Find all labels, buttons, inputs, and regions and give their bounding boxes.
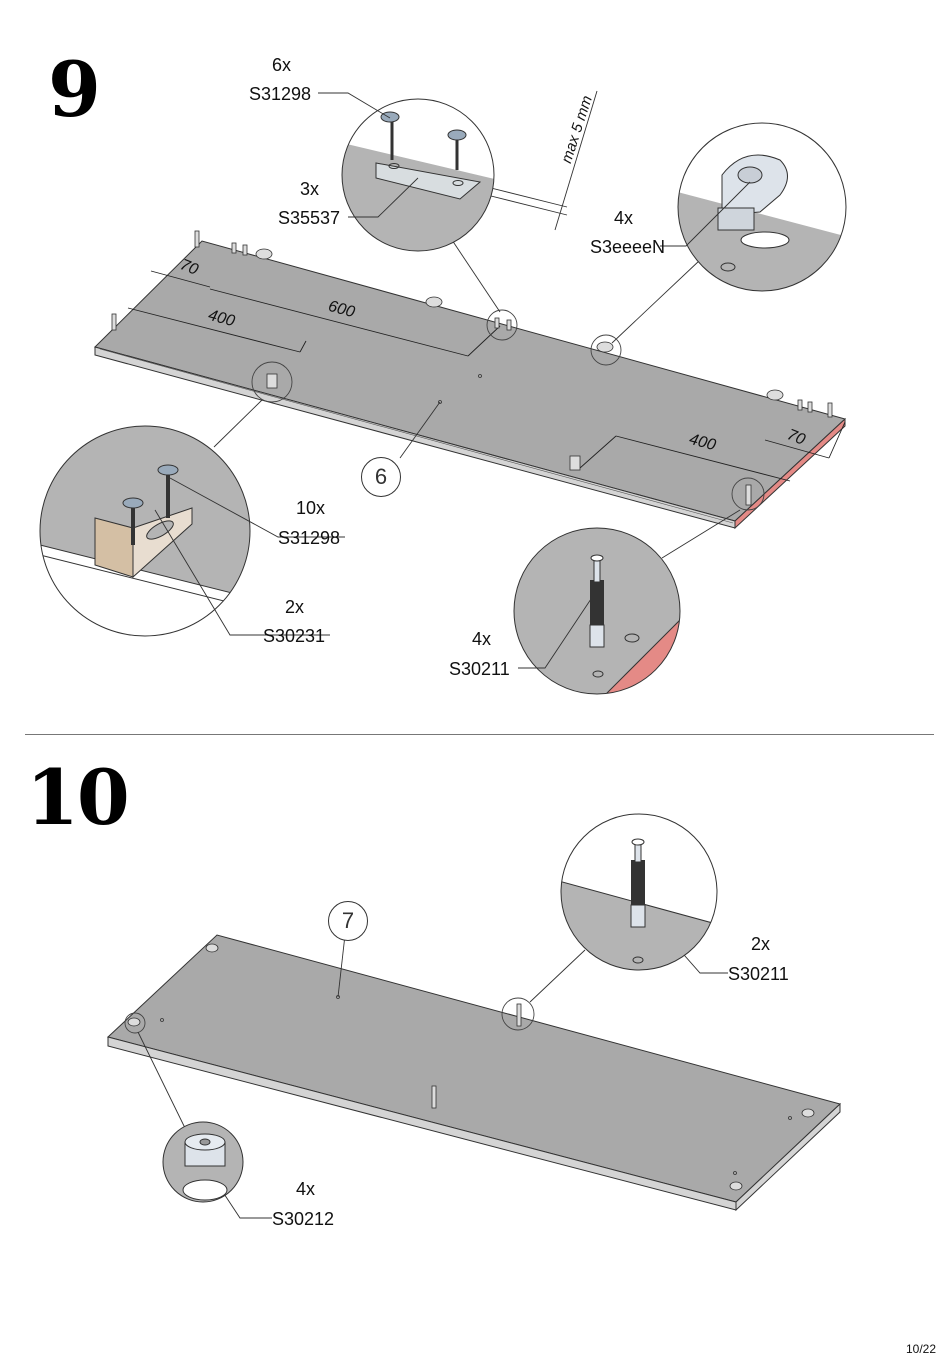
detail-circle-camlock <box>677 122 847 292</box>
callout-qty-cam: 4x <box>614 208 634 228</box>
step-number-9: 9 <box>48 45 101 134</box>
panel-label-6: 6 <box>361 457 401 497</box>
panel-label-7: 7 <box>328 901 368 941</box>
callout-qty-s30212: 4x <box>296 1179 316 1199</box>
detail-circle-cam-10 <box>162 1121 244 1203</box>
callout-qty-s30211-a: 4x <box>472 629 492 649</box>
callout-part-s35537: S35537 <box>278 208 341 228</box>
callout-qty-s31298-a: 6x <box>272 55 292 75</box>
step10-panel <box>106 934 841 1212</box>
detail-circle-dowel-9 <box>513 527 681 695</box>
step9-dimension-lines <box>127 270 846 482</box>
step10-zoom-markers <box>124 997 535 1034</box>
page-number: 10/22 <box>905 1342 936 1356</box>
callout-part-s31298-b: S31298 <box>278 528 341 548</box>
step-number-10: 10 <box>26 753 130 842</box>
callout-part-s30211-a: S30211 <box>449 659 510 679</box>
detail-circle-plate <box>341 98 495 252</box>
step10-hardware-markers <box>127 943 815 1191</box>
callout-qty-s31298-b: 10x <box>296 498 326 518</box>
callout-part-s30211-b: S30211 <box>728 964 789 984</box>
callout-part-cam: S3eeeeN <box>590 237 666 257</box>
step9-hardware-markers <box>111 230 833 506</box>
step9-label-leaders <box>154 92 751 669</box>
step9-zoom-markers <box>251 309 765 511</box>
callout-part-s30212: S30212 <box>272 1209 335 1229</box>
detail-circle-bracket <box>39 425 251 637</box>
step-divider <box>25 734 934 735</box>
detail-circle-dowel-10 <box>560 813 718 971</box>
callout-qty-s30231: 2x <box>285 597 305 617</box>
step9-leader-lines <box>213 90 741 559</box>
callout-qty-s35537: 3x <box>300 179 320 199</box>
callout-qty-s30211-b: 2x <box>751 934 771 954</box>
callout-part-s31298-a: S31298 <box>249 84 312 104</box>
callout-part-s30231: S30231 <box>263 626 326 646</box>
step9-small-holes <box>438 374 482 404</box>
